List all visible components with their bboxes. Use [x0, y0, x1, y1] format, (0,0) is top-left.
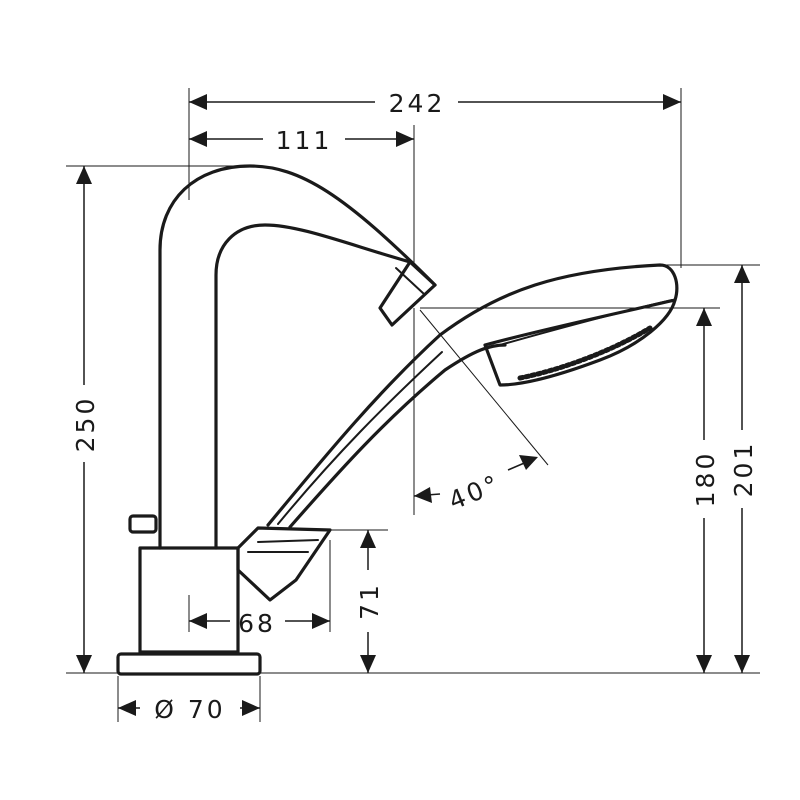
- dimension-201: 201: [729, 265, 758, 673]
- dim-label-68: 68: [238, 609, 276, 638]
- dim-label-250: 250: [71, 396, 100, 453]
- dim-label-201: 201: [729, 441, 758, 498]
- dimension-180: 180: [691, 308, 720, 673]
- dim-label-111: 111: [276, 126, 333, 155]
- dim-label-angle: 40°: [445, 469, 505, 516]
- dim-label-71: 71: [355, 582, 384, 620]
- dimension-71: 71: [355, 530, 384, 673]
- dimension-68: 68: [189, 609, 330, 638]
- diverter-lever: [236, 526, 332, 602]
- dimension-242: 242: [189, 88, 681, 118]
- faucet-body: [116, 514, 262, 676]
- dim-label-diameter: Ø 70: [154, 695, 225, 724]
- extension-lines: [66, 88, 760, 722]
- dimension-diameter-70: Ø 70: [118, 695, 260, 724]
- dimension-250: 250: [71, 166, 100, 673]
- dim-label-242: 242: [389, 89, 446, 118]
- dim-label-180: 180: [691, 451, 720, 508]
- dimension-111: 111: [189, 126, 414, 155]
- hand-shower: [266, 263, 679, 529]
- dimension-angle-40: 40°: [413, 455, 538, 516]
- faucet-spout: [158, 164, 437, 550]
